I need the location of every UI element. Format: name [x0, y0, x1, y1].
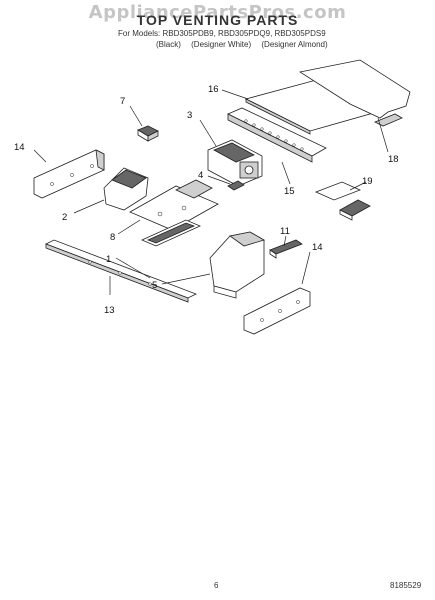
part-15-perforated-rail[interactable] [227, 107, 327, 163]
part-4-clip[interactable] [227, 180, 245, 191]
part-19-hinge-brackets[interactable] [314, 181, 371, 221]
callout-3[interactable]: 3 [187, 110, 192, 121]
callout-14-right[interactable]: 14 [312, 242, 323, 253]
callout-19[interactable]: 19 [362, 176, 373, 187]
watermark: AppliancePartsPros.com [88, 2, 347, 23]
callout-4[interactable]: 4 [198, 170, 203, 181]
color-variants: (Black) (Designer White) (Designer Almon… [156, 40, 336, 49]
callout-7[interactable]: 7 [120, 96, 125, 107]
part-3-blower-assembly[interactable] [207, 139, 263, 187]
part-14-bracket-right[interactable] [243, 287, 311, 335]
part-5-duct-housing[interactable] [209, 231, 266, 299]
variant-black: (Black) [156, 40, 181, 49]
part-1-lower-rail[interactable] [45, 239, 197, 303]
callout-2[interactable]: 2 [62, 212, 67, 223]
callout-8[interactable]: 8 [110, 232, 115, 243]
rail-perforations [244, 119, 304, 151]
page-title: TOP VENTING PARTS [136, 12, 299, 28]
part-2-duct-hood[interactable] [103, 167, 149, 211]
callout-13[interactable]: 13 [104, 305, 115, 316]
callout-16[interactable]: 16 [208, 84, 219, 95]
callout-15[interactable]: 15 [284, 186, 295, 197]
variant-designer-white: (Designer White) [191, 40, 252, 49]
callout-1[interactable]: 1 [106, 254, 111, 265]
model-list: For Models: RBD305PDB9, RBD305PDQ9, RBD3… [118, 29, 326, 38]
leader-lines [33, 89, 389, 295]
part-11-terminal-block[interactable] [269, 239, 303, 259]
callout-18[interactable]: 18 [388, 154, 399, 165]
callout-14-left[interactable]: 14 [14, 142, 25, 153]
callout-5[interactable]: 5 [152, 280, 157, 291]
part-18-cover-plate[interactable] [298, 59, 411, 127]
page-number: 6 [214, 581, 219, 590]
part-7-connector[interactable] [137, 125, 159, 142]
variant-designer-almond: (Designer Almond) [261, 40, 328, 49]
callout-11[interactable]: 11 [280, 226, 290, 237]
part-8-vent-plate[interactable] [129, 179, 219, 231]
part-8-gasket-strip[interactable] [141, 219, 201, 247]
part-14-bracket-left[interactable] [33, 149, 105, 199]
document-id: 8185529 [390, 581, 422, 590]
